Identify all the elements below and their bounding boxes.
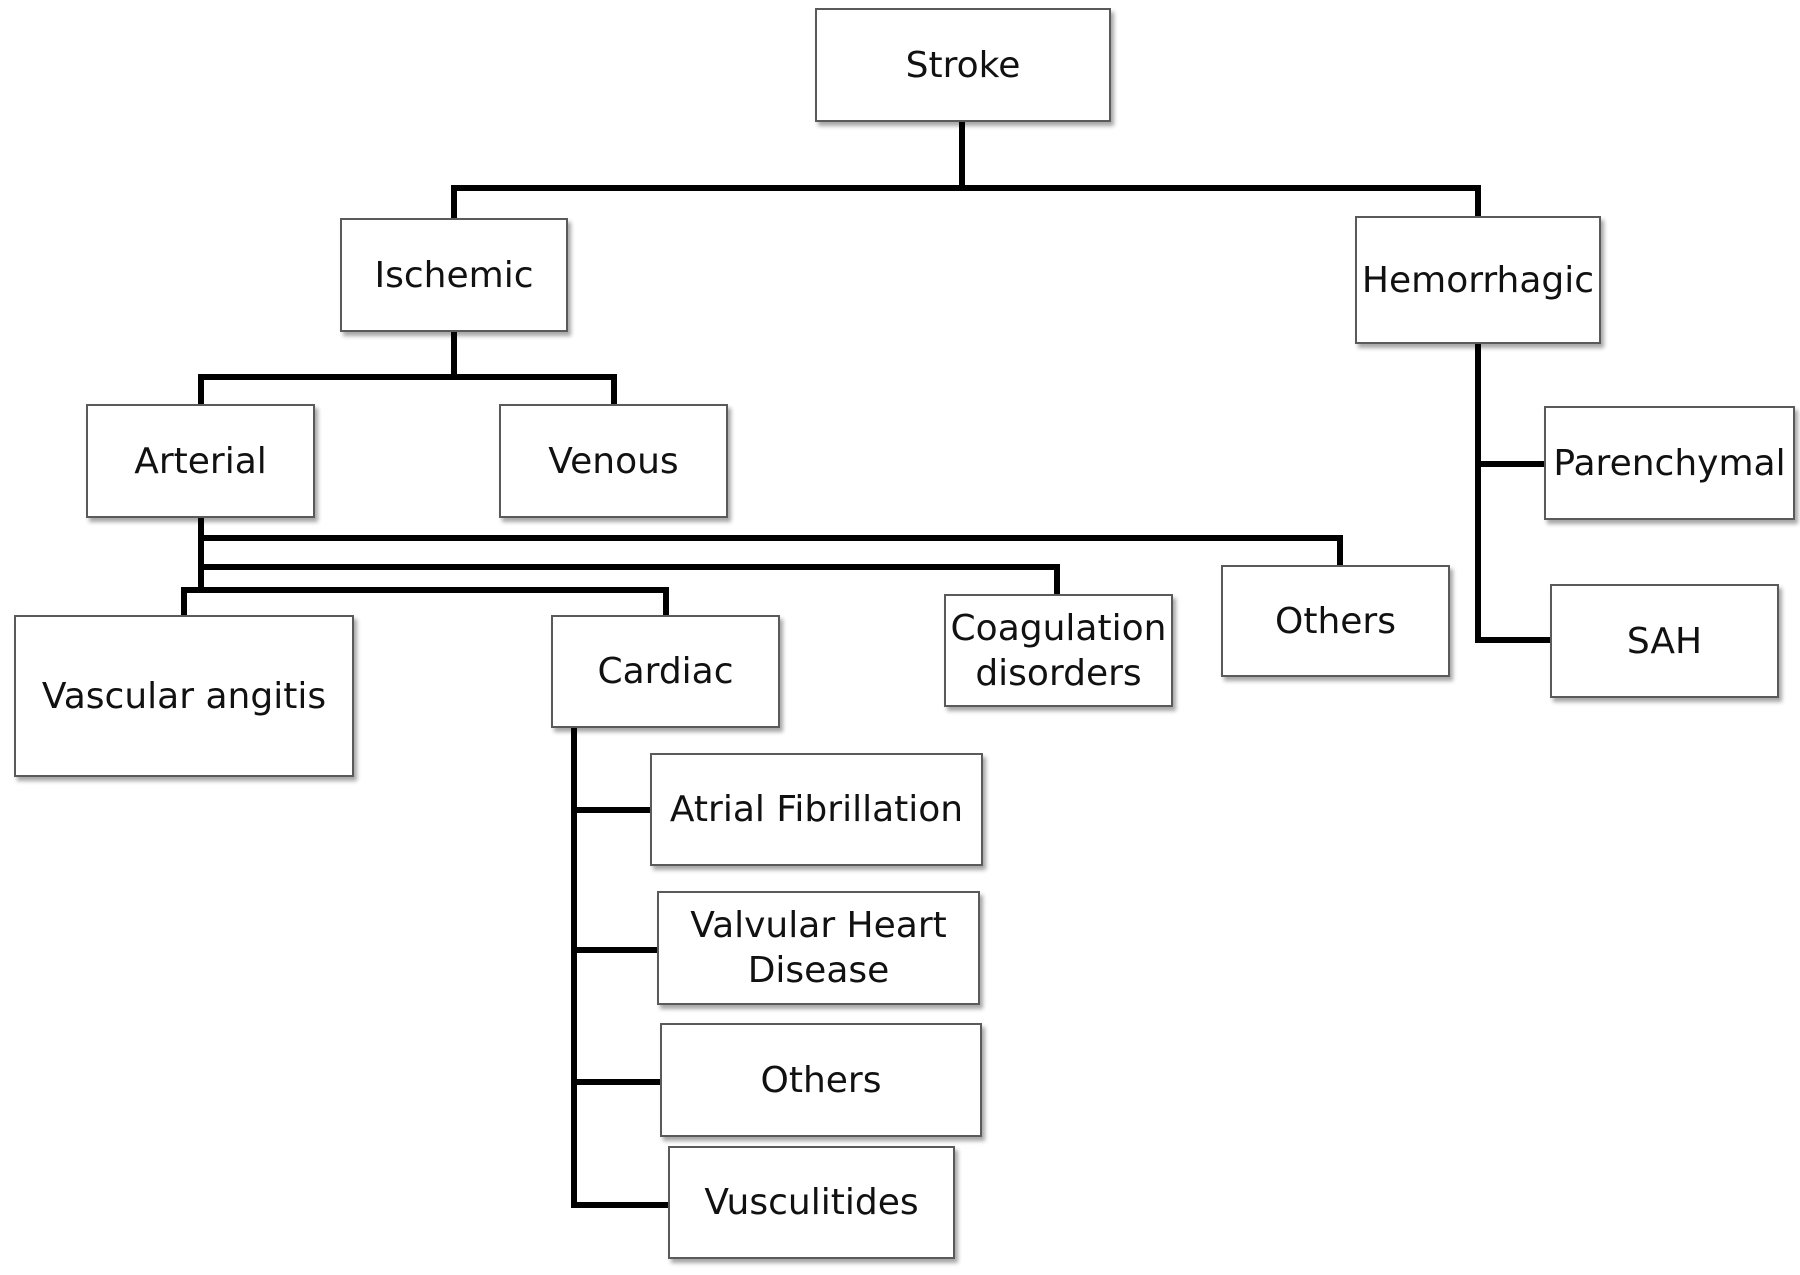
node-venous: Venous xyxy=(499,404,728,518)
node-parenchymal-label: Parenchymal xyxy=(1553,442,1786,484)
node-cardiac-others-label: Others xyxy=(760,1059,882,1101)
node-cardiac: Cardiac xyxy=(551,615,780,728)
node-sah: SAH xyxy=(1550,584,1779,698)
node-ischemic: Ischemic xyxy=(340,218,568,332)
node-cardiac-others: Others xyxy=(660,1023,982,1137)
node-arterial-others-label: Others xyxy=(1275,600,1396,642)
node-valvular-heart-disease: Valvular Heart Disease xyxy=(657,891,980,1005)
node-ischemic-label: Ischemic xyxy=(374,254,534,296)
node-vusculitides-label: Vusculitides xyxy=(704,1182,919,1223)
node-venous-label: Venous xyxy=(548,440,679,482)
node-vascular-angitis-label: Vascular angitis xyxy=(41,675,327,717)
node-atrial-fibrillation-label: Atrial Fibrillation xyxy=(669,789,964,830)
node-parenchymal: Parenchymal xyxy=(1544,406,1795,520)
node-hemorrhagic-label: Hemorrhagic xyxy=(1361,259,1595,301)
node-stroke: Stroke xyxy=(815,8,1111,122)
node-vusculitides: Vusculitides xyxy=(668,1146,955,1259)
node-sah-label: SAH xyxy=(1626,620,1703,662)
node-vascular-angitis: Vascular angitis xyxy=(14,615,354,777)
node-coagulation-disorders: Coagulation disorders xyxy=(944,594,1173,707)
node-atrial-fibrillation: Atrial Fibrillation xyxy=(650,753,983,866)
node-valvular-heart-disease-label: Valvular Heart Disease xyxy=(690,905,947,991)
node-hemorrhagic: Hemorrhagic xyxy=(1355,216,1601,344)
node-arterial-others: Others xyxy=(1221,565,1450,677)
node-coagulation-disorders-label: Coagulation disorders xyxy=(950,607,1167,694)
node-arterial-label: Arterial xyxy=(134,440,267,482)
node-arterial: Arterial xyxy=(86,404,315,518)
node-cardiac-label: Cardiac xyxy=(597,651,734,692)
node-stroke-label: Stroke xyxy=(905,44,1021,86)
